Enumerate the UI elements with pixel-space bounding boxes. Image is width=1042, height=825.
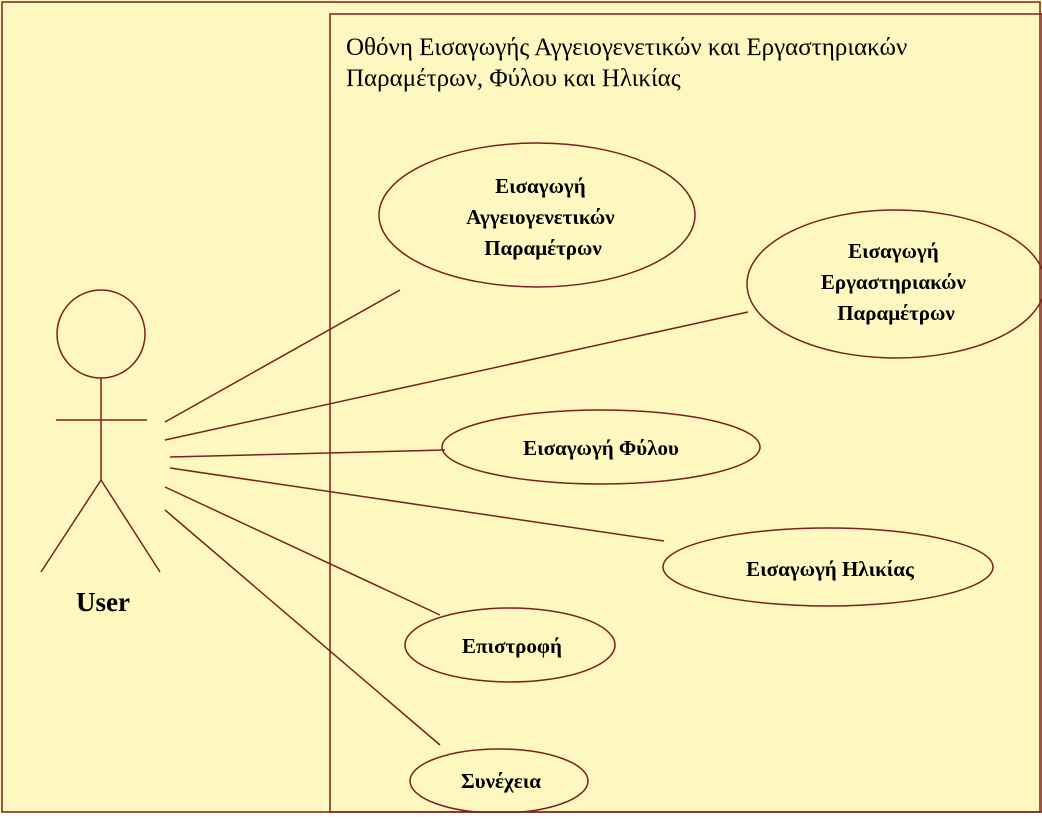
system-title: Οθόνη Εισαγωγής Αγγειογενετικών και Εργα… [346,34,914,92]
use-case-angiogenetic-ellipse [378,142,696,288]
use-case-return-label: Επιστροφή [462,634,562,658]
association-return [164,486,441,616]
use-case-return-ellipse [404,607,616,683]
association-continue [164,509,441,746]
actor-user [40,289,161,573]
use-case-laboratory-line-2: Εργαστηριακών [821,270,967,294]
use-case-laboratory-label: Εισαγωγή Εργαστηριακών Παραμέτρων [821,239,971,325]
use-case-gender: Εισαγωγή Φύλου [441,409,761,485]
bottom-margin [0,813,1042,825]
use-case-angiogenetic-line-1: Εισαγωγή [495,174,586,198]
use-case-laboratory-line-3: Παραμέτρων [837,301,955,325]
associations [164,289,749,746]
association-gender [169,449,446,458]
system-boundary [329,13,1042,813]
actor-right-leg [100,479,161,573]
use-case-laboratory: Εισαγωγή Εργαστηριακών Παραμέτρων [746,209,1042,359]
use-case-angiogenetic-line-2: Αγγειογενετικών [466,205,615,229]
use-case-return: Επιστροφή [404,607,616,683]
use-case-continue-label: Συνέχεια [461,769,541,793]
use-case-laboratory-ellipse [746,209,1042,359]
system-title-line-2: Παραμέτρων, Φύλου και Ηλικίας [346,65,681,92]
use-case-angiogenetic-label: Εισαγωγή Αγγειογενετικών Παραμέτρων [466,174,620,260]
use-case-continue: Συνέχεια [409,748,589,814]
association-age [169,467,665,542]
use-case-gender-ellipse [441,409,761,485]
use-case-age-label: Εισαγωγή Ηλικίας [746,557,915,581]
use-case-laboratory-line-1: Εισαγωγή [848,239,939,263]
stick-figure-actor-icon [40,289,161,573]
actor-label: User [76,587,130,617]
use-case-age-ellipse [662,527,994,607]
association-angiogenetic [164,289,401,423]
use-case-angiogenetic-line-3: Παραμέτρων [484,236,602,260]
association-laboratory [164,311,749,441]
use-case-age: Εισαγωγή Ηλικίας [662,527,994,607]
actor-left-leg [40,479,102,573]
system-title-line-1: Οθόνη Εισαγωγής Αγγειογενετικών και Εργα… [346,34,907,61]
use-case-gender-label: Εισαγωγή Φύλου [523,436,679,460]
use-case-angiogenetic: Εισαγωγή Αγγειογενετικών Παραμέτρων [378,142,696,288]
